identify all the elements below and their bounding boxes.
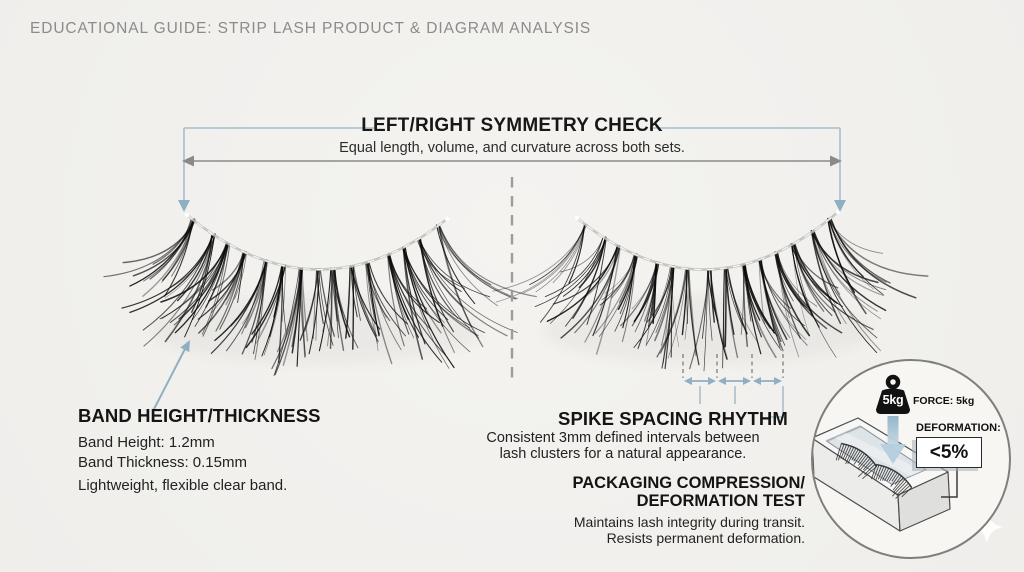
page-title: EDUCATIONAL GUIDE: STRIP LASH PRODUCT & … [30, 20, 592, 37]
packaging-test-title-line1: PACKAGING COMPRESSION/ [572, 474, 805, 492]
right-lash-image [492, 209, 929, 372]
spike-spacing-title: SPIKE SPACING RHYTHM [558, 408, 788, 429]
packaging-test-desc-line1: Maintains lash integrity during transit. [573, 514, 805, 530]
packaging-test-desc-line2: Resists permanent deformation. [606, 529, 805, 546]
force-value-label: FORCE: 5kg [913, 395, 975, 407]
force-down-arrow-icon [880, 416, 906, 464]
deformation-value-box: <5% [916, 437, 982, 468]
deformation-label: DEFORMATION: [916, 422, 1001, 434]
symmetry-span-arrow [182, 155, 842, 167]
band-spec-title: BAND HEIGHT/THICKNESS [78, 405, 321, 426]
packaging-test-title-line2: DEFORMATION TEST [636, 491, 805, 510]
spike-spacing-desc-line1: Consistent 3mm defined intervals between [486, 430, 760, 446]
symmetry-check-subtitle: Equal length, volume, and curvature acro… [339, 140, 685, 156]
band-pointer-arrow [152, 340, 190, 412]
lash-tray-illustration [813, 417, 951, 532]
mini-lash-in-tray [835, 442, 878, 479]
band-thickness-value: Band Thickness: 0.15mm [78, 453, 247, 471]
left-lash-image [103, 212, 537, 377]
symmetry-check-title: LEFT/RIGHT SYMMETRY CHECK [361, 115, 663, 136]
mini-lash-in-tray [871, 463, 913, 499]
spike-spacing-desc-line2: lash clusters for a natural appearance. [499, 445, 747, 462]
weight-value-label: 5kg [882, 393, 904, 407]
band-note: Lightweight, flexible clear band. [78, 477, 288, 494]
symmetry-check-callout: LEFT/RIGHT SYMMETRY CHECK Equal length, … [0, 115, 1024, 156]
band-height-value: Band Height: 1.2mm [78, 434, 215, 451]
deformation-connector-line [941, 468, 958, 498]
sparkle-icon [971, 511, 1003, 543]
packaging-test-description: Maintains lash integrity during transit.… [545, 514, 805, 546]
packaging-test-callout: PACKAGING COMPRESSION/ DEFORMATION TEST … [545, 474, 805, 546]
band-spec-callout: BAND HEIGHT/THICKNESS Band Height: 1.2mm… [78, 405, 321, 494]
spike-spacing-description: Consistent 3mm defined intervals between… [472, 430, 774, 462]
